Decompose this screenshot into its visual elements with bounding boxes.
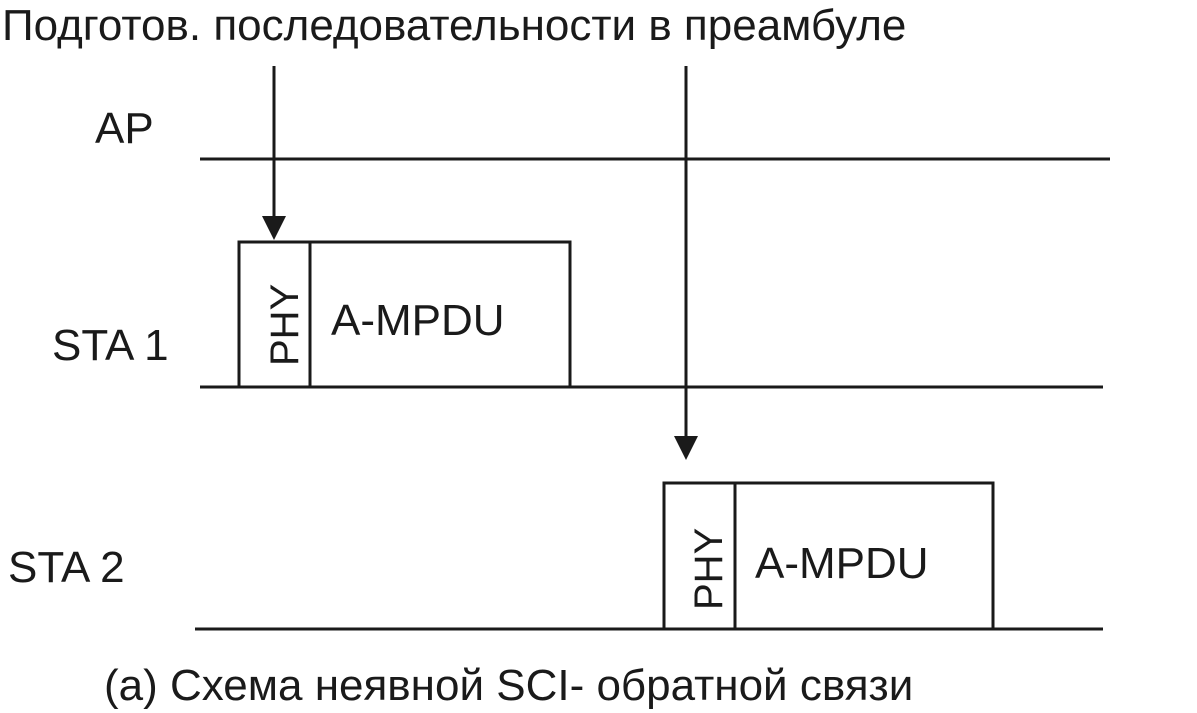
- sta1-ampdu-label: A-MPDU: [331, 296, 505, 345]
- sta2-ampdu-box: [733, 481, 995, 631]
- sta2-ampdu-label: A-MPDU: [755, 539, 929, 588]
- sta2-label: STA 2: [8, 543, 125, 592]
- diagram-title: Подготов. последовательности в преамбуле: [2, 1, 906, 50]
- sta2-frame: PHY A-MPDU: [662, 481, 995, 631]
- sta1-label: STA 1: [52, 321, 169, 370]
- diagram-caption: (a) Схема неявной SCI- обратной связи: [104, 661, 913, 710]
- arrow-to-sta2-preamble: [674, 66, 698, 460]
- ap-label: AP: [95, 104, 154, 153]
- sta1-ampdu-box: [308, 240, 572, 389]
- sta2-phy-label: PHY: [687, 528, 731, 610]
- sta1-phy-label: PHY: [263, 284, 307, 366]
- sta1-frame: PHY A-MPDU: [237, 240, 572, 389]
- arrow-to-sta1-preamble: [262, 66, 286, 240]
